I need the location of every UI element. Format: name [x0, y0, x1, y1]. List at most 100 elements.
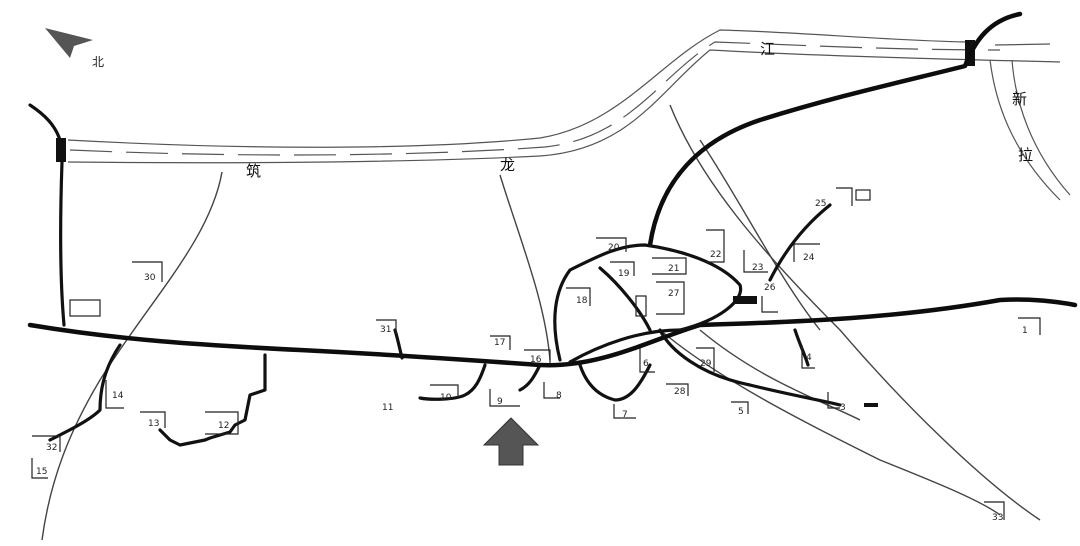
svg-text:6: 6 [643, 359, 649, 369]
road-south-spur-7 [578, 363, 652, 402]
river-mouth-dash [994, 43, 1051, 46]
site-marker-19: 19 [610, 261, 635, 279]
svg-text:27: 27 [668, 289, 679, 299]
site-marker-26: 26 [761, 283, 778, 313]
site-marker-15: 15 [31, 458, 48, 479]
svg-text:20: 20 [608, 243, 620, 253]
road-west-spur [28, 103, 66, 327]
site-marker-30: 30 [69, 299, 101, 317]
site-marker-10: 10 [430, 384, 459, 403]
path-east-2 [699, 139, 821, 331]
svg-text:33: 33 [992, 513, 1003, 523]
river-label-long: 龙 [500, 156, 515, 174]
site-marker-28: 28 [666, 383, 689, 397]
road-south-spur-9 [518, 363, 542, 392]
svg-text:10: 10 [440, 393, 452, 403]
site-marker-6: 6 [639, 348, 655, 373]
svg-text:9: 9 [497, 397, 503, 407]
svg-text:32: 32 [46, 443, 57, 453]
site-marker-91: 30 [132, 261, 163, 283]
site-marker-12: 12 [205, 411, 239, 435]
site-marker-17: 17 [490, 335, 511, 350]
svg-text:11: 11 [382, 403, 393, 413]
svg-text:25: 25 [815, 199, 826, 209]
svg-text:31: 31 [380, 325, 391, 335]
site-marker-31: 31 [376, 319, 397, 335]
river-label-xin: 新 [1012, 90, 1027, 108]
site-marker-16: 16 [524, 349, 551, 365]
excavation-pointer-arrow-icon [482, 417, 540, 466]
site-marker-1: 1 [1018, 317, 1041, 336]
svg-text:21: 21 [668, 264, 679, 274]
svg-text:3: 3 [840, 403, 846, 413]
dam-marker-west [56, 138, 66, 162]
site-marker-27: 27 [635, 281, 685, 317]
site-3-block [864, 403, 878, 407]
svg-text:24: 24 [803, 253, 815, 263]
river-label-zhu: 筑 [246, 162, 261, 180]
tributary-east-bank [1011, 59, 1071, 196]
river-label-la: 拉 [1018, 146, 1033, 164]
site-marker-23: 23 [743, 250, 768, 273]
road-south-spur-6 [658, 328, 842, 407]
site-marker-7: 7 [613, 404, 636, 420]
road-south-west-loop [48, 343, 267, 447]
path-central [499, 174, 551, 361]
site-marker-18: 18 [566, 287, 591, 306]
svg-text:17: 17 [494, 338, 505, 348]
site-marker-4: 4 [801, 345, 815, 369]
svg-text:29: 29 [700, 359, 712, 369]
road-ring-2 [598, 266, 652, 332]
svg-text:14: 14 [112, 391, 124, 401]
svg-text:1: 1 [1022, 326, 1028, 336]
svg-text:18: 18 [576, 296, 588, 306]
site-marker-11: 11 [382, 403, 393, 413]
svg-text:30: 30 [144, 273, 156, 283]
site-marker-8: 8 [543, 382, 562, 401]
svg-text:7: 7 [622, 410, 628, 420]
site-marker-21: 21 [652, 257, 687, 275]
north-label: 北 [92, 55, 104, 69]
road-north-east [647, 11, 1023, 248]
river-bank-south [67, 49, 1061, 164]
site-marker-13: 13 [140, 411, 166, 429]
svg-text:5: 5 [738, 407, 744, 417]
site-marker-22: 22 [706, 229, 725, 263]
site-marker-5: 5 [731, 401, 749, 417]
river-bank-north [67, 29, 966, 148]
site-marker-9: 9 [489, 389, 520, 407]
road-spur-25 [768, 203, 832, 282]
path-east-3 [659, 329, 1001, 516]
site-26-block [733, 296, 757, 304]
svg-text:28: 28 [674, 387, 686, 397]
svg-text:16: 16 [530, 355, 542, 365]
site-marker-14: 14 [105, 380, 124, 409]
road-south-spur-11 [418, 363, 487, 401]
site-marker-3: 3 [827, 392, 846, 413]
north-arrow-icon [45, 28, 93, 58]
site-marker-32: 32 [32, 435, 61, 453]
svg-text:13: 13 [148, 419, 159, 429]
road-main-east-west [27, 297, 1078, 368]
path-west [41, 171, 223, 541]
svg-text:19: 19 [618, 269, 630, 279]
site-marker-33: 33 [984, 501, 1005, 523]
svg-text:22: 22 [710, 250, 721, 260]
svg-text:15: 15 [36, 467, 47, 477]
river-label-jiang: 江 [760, 40, 775, 58]
svg-text:26: 26 [764, 283, 776, 293]
svg-text:4: 4 [806, 353, 812, 363]
svg-text:23: 23 [752, 263, 763, 273]
site-marker-25: 25 [815, 187, 871, 209]
svg-text:8: 8 [556, 391, 562, 401]
tributary-east [989, 59, 1061, 201]
site-marker-24: 24 [793, 243, 820, 263]
path-east-4 [699, 329, 861, 421]
path-east-1 [669, 104, 1041, 521]
site-marker-29: 29 [696, 347, 715, 372]
site-marker-20: 20 [596, 237, 627, 253]
svg-text:12: 12 [218, 421, 229, 431]
river-centerline [69, 41, 1001, 156]
